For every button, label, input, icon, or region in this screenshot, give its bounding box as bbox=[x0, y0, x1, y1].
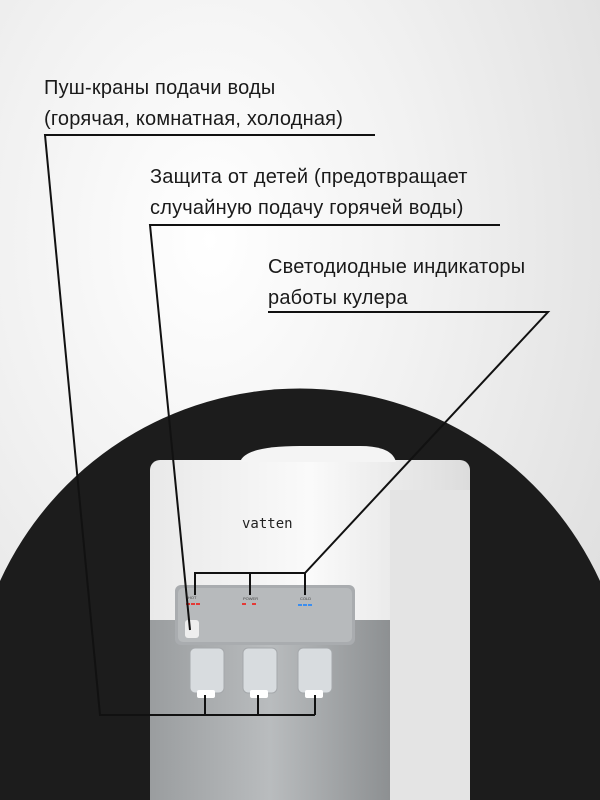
water-cooler: vatten HOT POWER COLD bbox=[150, 446, 470, 800]
callout-line: работы кулера bbox=[268, 287, 408, 309]
callout-line: Светодиодные индикаторы bbox=[268, 256, 526, 278]
callout-child-lock: Защита от детей (предотвращает случайную… bbox=[150, 162, 468, 224]
brand-logo: vatten bbox=[242, 516, 293, 532]
callout-line: Защита от детей (предотвращает bbox=[150, 166, 468, 188]
callout-line: (горячая, комнатная, холодная) bbox=[44, 108, 344, 130]
leader-lines bbox=[43, 134, 551, 716]
child-lock-button bbox=[185, 620, 199, 638]
callout-push-taps: Пуш-краны подачи воды (горячая, комнатна… bbox=[44, 73, 343, 135]
callout-led-indicators: Светодиодные индикаторы работы кулера bbox=[268, 252, 525, 314]
callout-line: случайную подачу горячей воды) bbox=[150, 197, 464, 219]
indicator-cold-label: COLD bbox=[300, 596, 311, 601]
callout-line: Пуш-краны подачи воды bbox=[44, 77, 276, 99]
indicator-hot-label: HOT bbox=[188, 595, 197, 600]
indicator-power-label: POWER bbox=[243, 596, 258, 601]
